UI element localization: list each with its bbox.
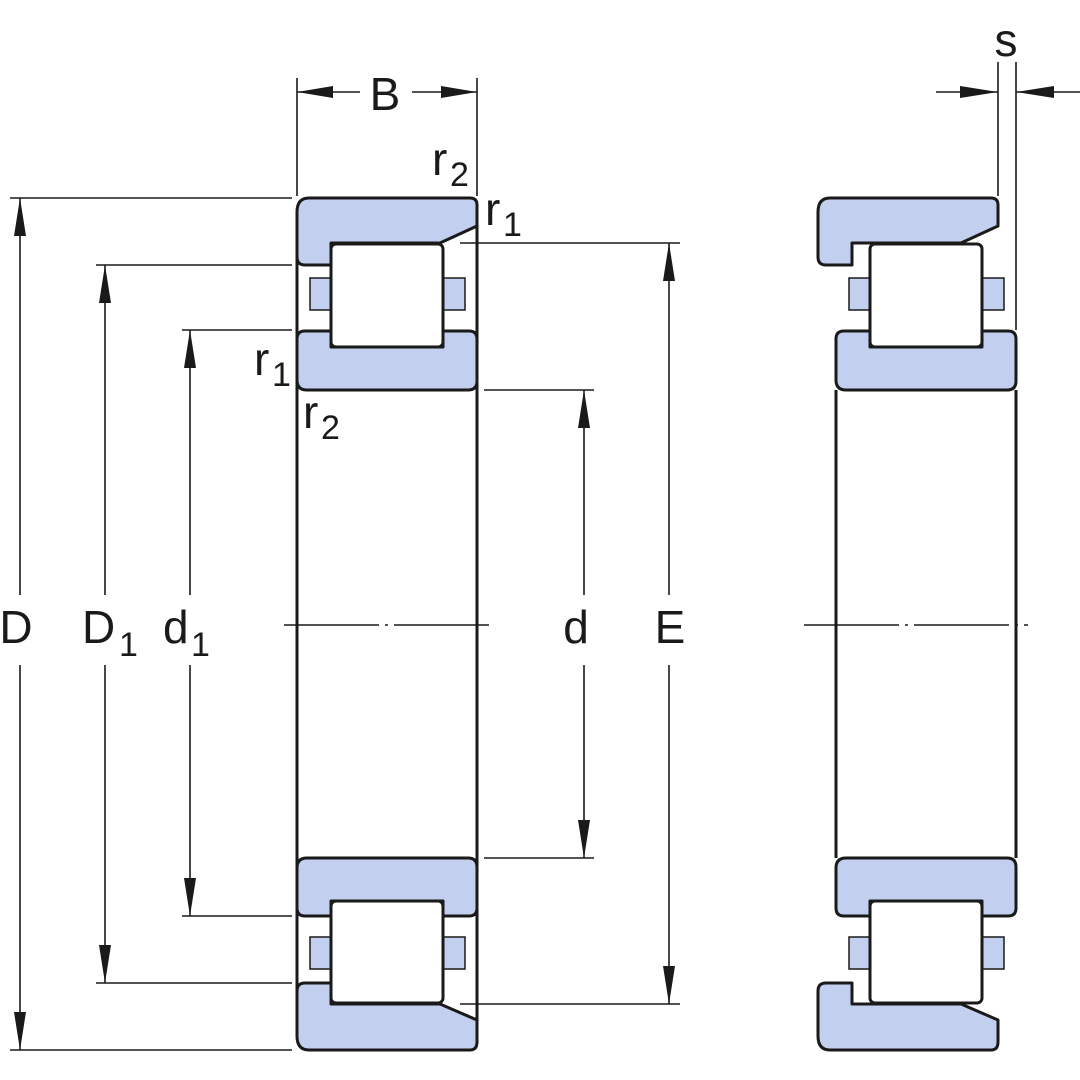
label-b: B [370,68,401,120]
s-arrow-right [1016,86,1054,98]
right-bottom-cage-left [848,936,871,970]
d-outer-arrow-top [14,198,26,236]
label-d1-inner: d [163,601,189,653]
left-top-inner-ring [295,329,479,392]
left-bottom-cage-left [309,936,332,970]
label-e: E [655,601,686,653]
right-bottom-roller [868,899,984,1005]
label-d1-outer: D [82,601,115,653]
left-top-roller [329,242,445,349]
s-arrow-left [960,86,998,98]
right-top-cage-left [848,277,871,311]
label-r2-left: r [303,386,318,438]
right-top-cage-right [981,277,1005,311]
e-arrow-top [663,243,675,281]
label-d1-inner-subscript: 1 [191,626,210,664]
d-bore-arrow-top [578,390,590,428]
d1-outer-arrow-top [99,265,111,303]
left-top-cage-right [442,277,466,311]
label-d1-outer-subscript: 1 [119,626,138,664]
right-bottom-inner-ring [834,856,1018,918]
right-top-outer-ring [816,196,1000,267]
label-r1-left-subscript: 1 [272,356,291,394]
b-arrow-left [297,86,333,98]
d1-outer-arrow-bottom [99,945,111,983]
d-outer-arrow-bottom [14,1012,26,1050]
e-arrow-bottom [663,966,675,1004]
right-bottom-outer-ring [816,981,1000,1052]
left-section-view [284,196,490,1052]
left-bottom-roller [329,899,445,1005]
d1-inner-arrow-bottom [184,878,196,916]
left-bottom-cage-right [442,936,466,970]
right-top-roller [868,242,984,349]
label-d-bore: d [563,601,589,653]
label-r2-left-subscript: 2 [321,409,340,447]
label-r1-top: r [485,183,500,235]
dimension-labels: B s D D 1 d 1 d E r 2 r 1 r 1 r 2 [0,14,1018,664]
left-top-outer-ring [295,196,479,267]
right-top-inner-ring [834,329,1018,392]
label-s: s [995,14,1018,66]
label-d-outer: D [0,601,33,653]
right-section-view [804,196,1028,1052]
left-top-cage-left [309,277,332,311]
left-bottom-inner-ring [295,856,479,918]
dimension-lines [10,62,1080,1051]
label-r2-top: r [432,133,447,185]
right-bottom-cage-right [981,936,1005,970]
b-arrow-right [441,86,477,98]
d-bore-arrow-bottom [578,820,590,858]
label-r1-top-subscript: 1 [503,206,522,244]
d1-inner-arrow-top [184,330,196,368]
label-r2-top-subscript: 2 [450,156,469,194]
left-bottom-outer-ring [295,981,479,1052]
label-r1-left: r [254,333,269,385]
